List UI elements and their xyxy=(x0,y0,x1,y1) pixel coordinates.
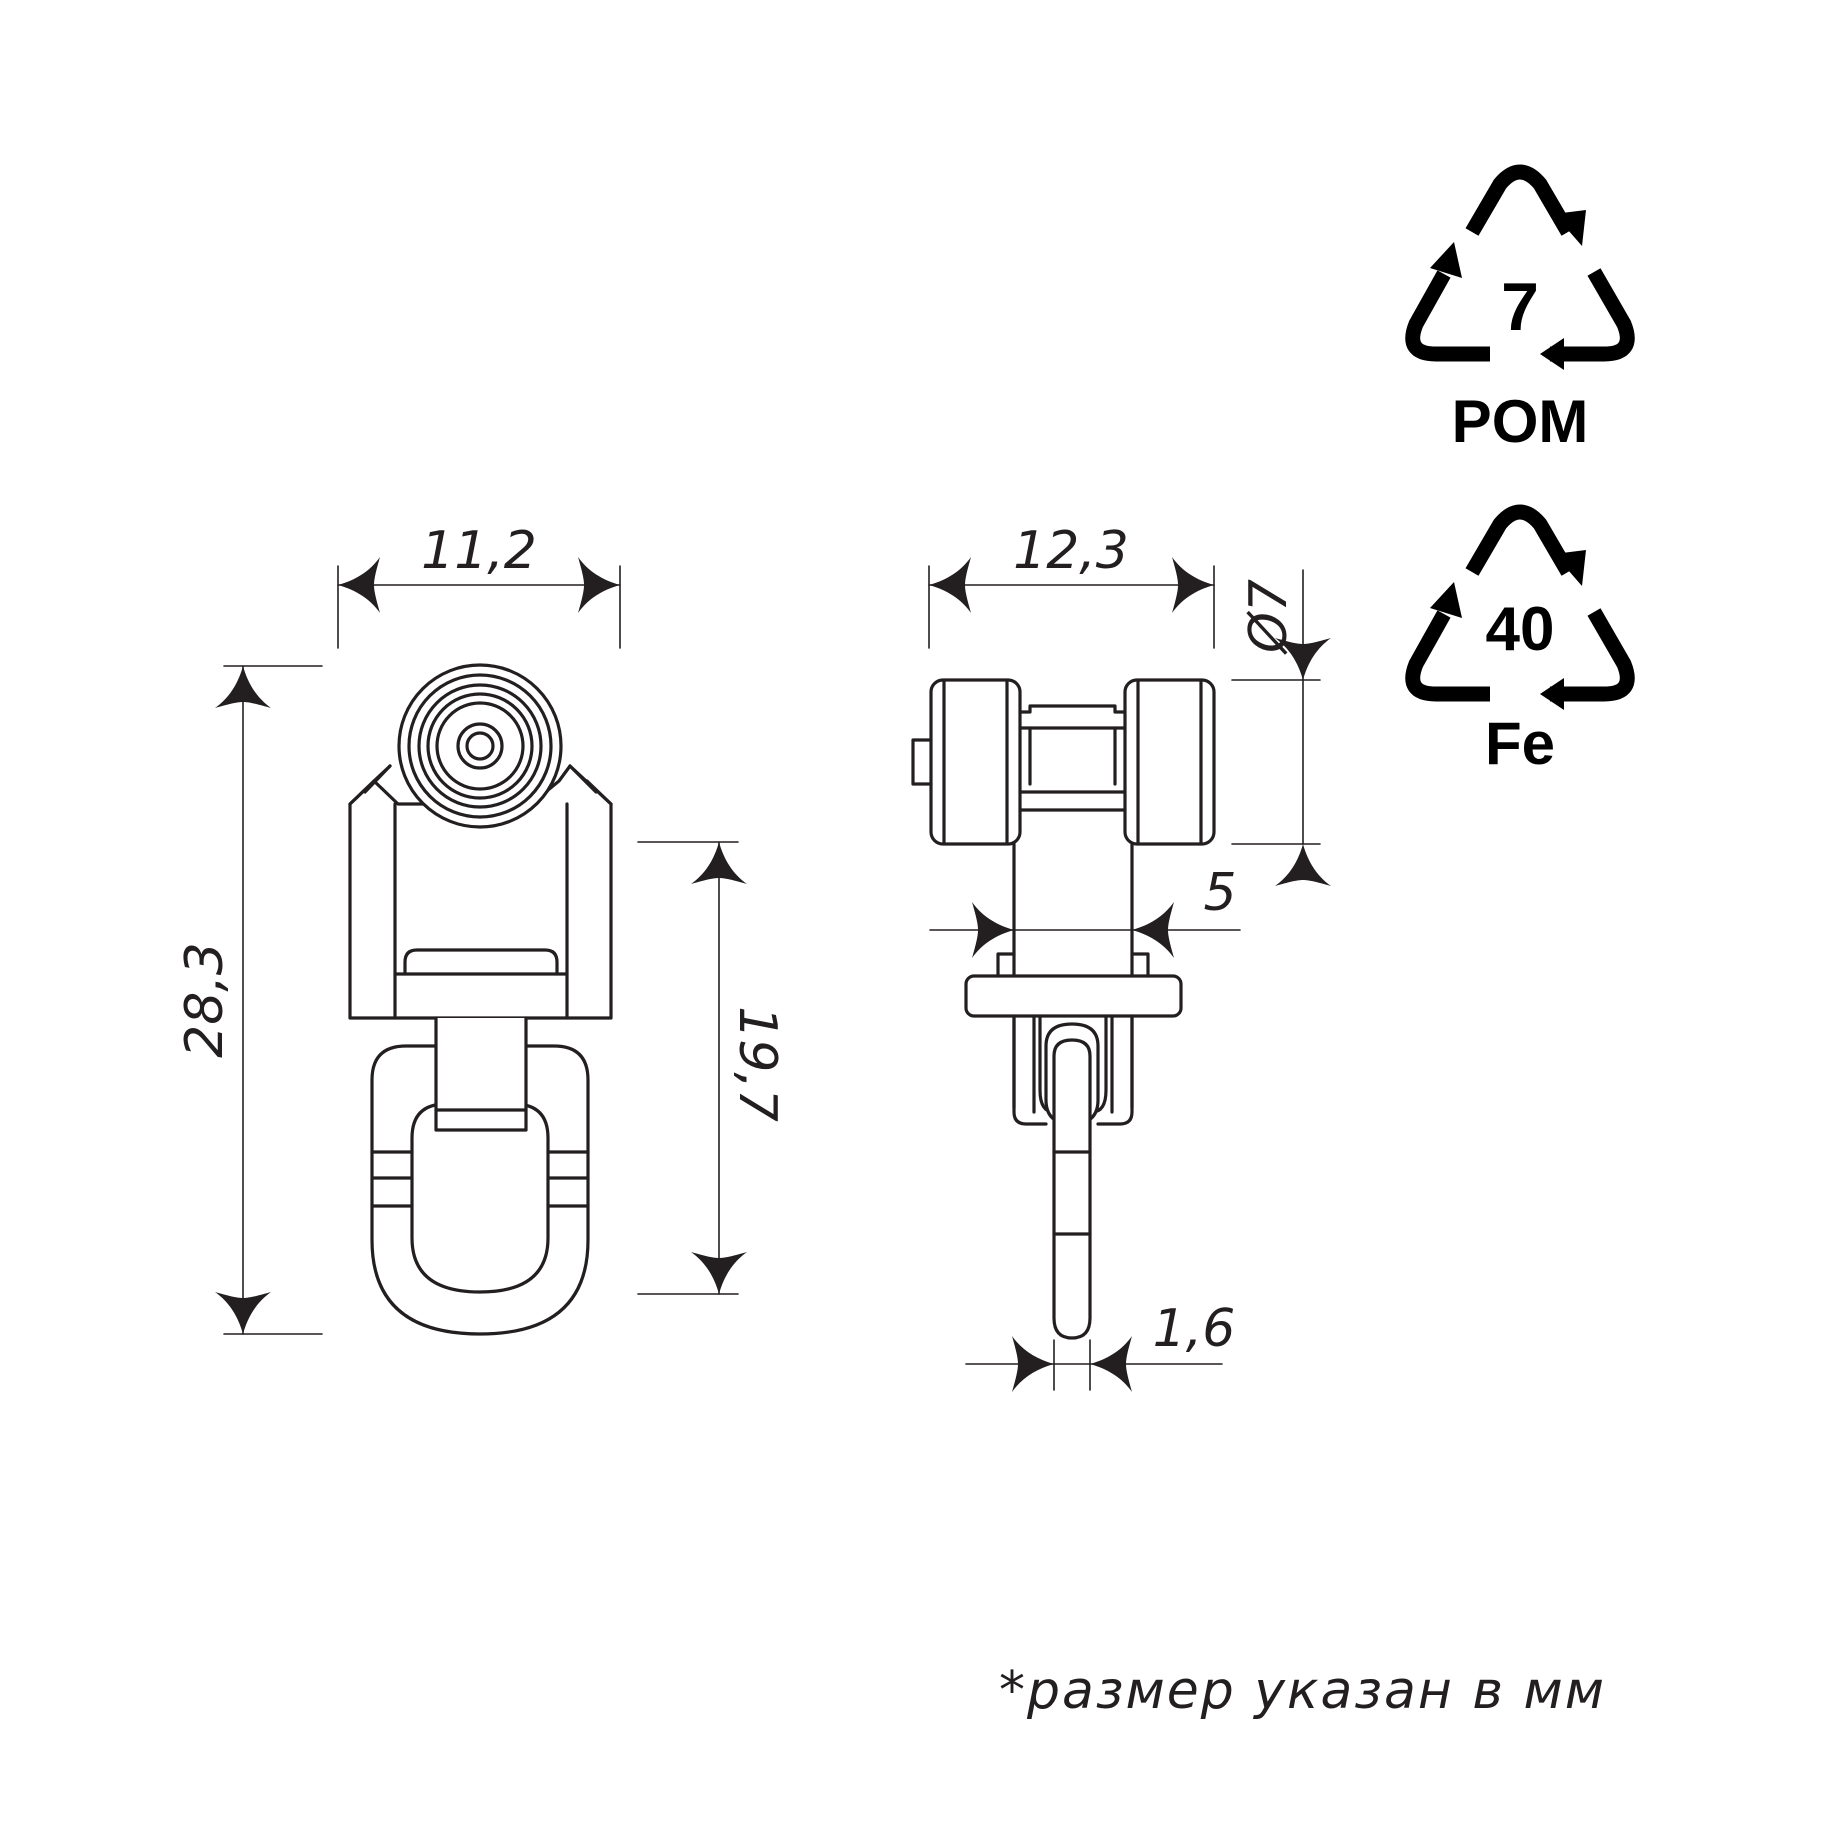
material-name: POM xyxy=(1452,388,1589,455)
dim-side-width: 12,3 xyxy=(1013,521,1129,581)
dim-wheel-diameter: Ø7 xyxy=(1239,579,1299,655)
material-logo-pom: 7 POM xyxy=(1413,172,1628,455)
dim-front-width: 11,2 xyxy=(421,521,537,581)
material-code: 40 xyxy=(1486,595,1555,664)
side-view-dimensions: 12,3 Ø7 5 1,6 xyxy=(928,521,1331,1392)
side-view xyxy=(911,678,1216,1340)
material-code: 7 xyxy=(1501,269,1539,345)
material-name: Fe xyxy=(1485,710,1555,777)
dim-front-height: 28,3 xyxy=(175,942,235,1058)
units-note: *размер указан в мм xyxy=(999,1661,1606,1721)
front-view xyxy=(348,663,613,1336)
front-view-dimensions: 11,2 28,3 19,7 xyxy=(175,521,787,1335)
material-logo-fe: 40 Fe xyxy=(1413,512,1628,777)
dim-stem-width: 5 xyxy=(1203,863,1236,923)
dim-front-lower-height: 19,7 xyxy=(727,1006,787,1122)
dim-hook-thickness: 1,6 xyxy=(1153,1299,1236,1359)
